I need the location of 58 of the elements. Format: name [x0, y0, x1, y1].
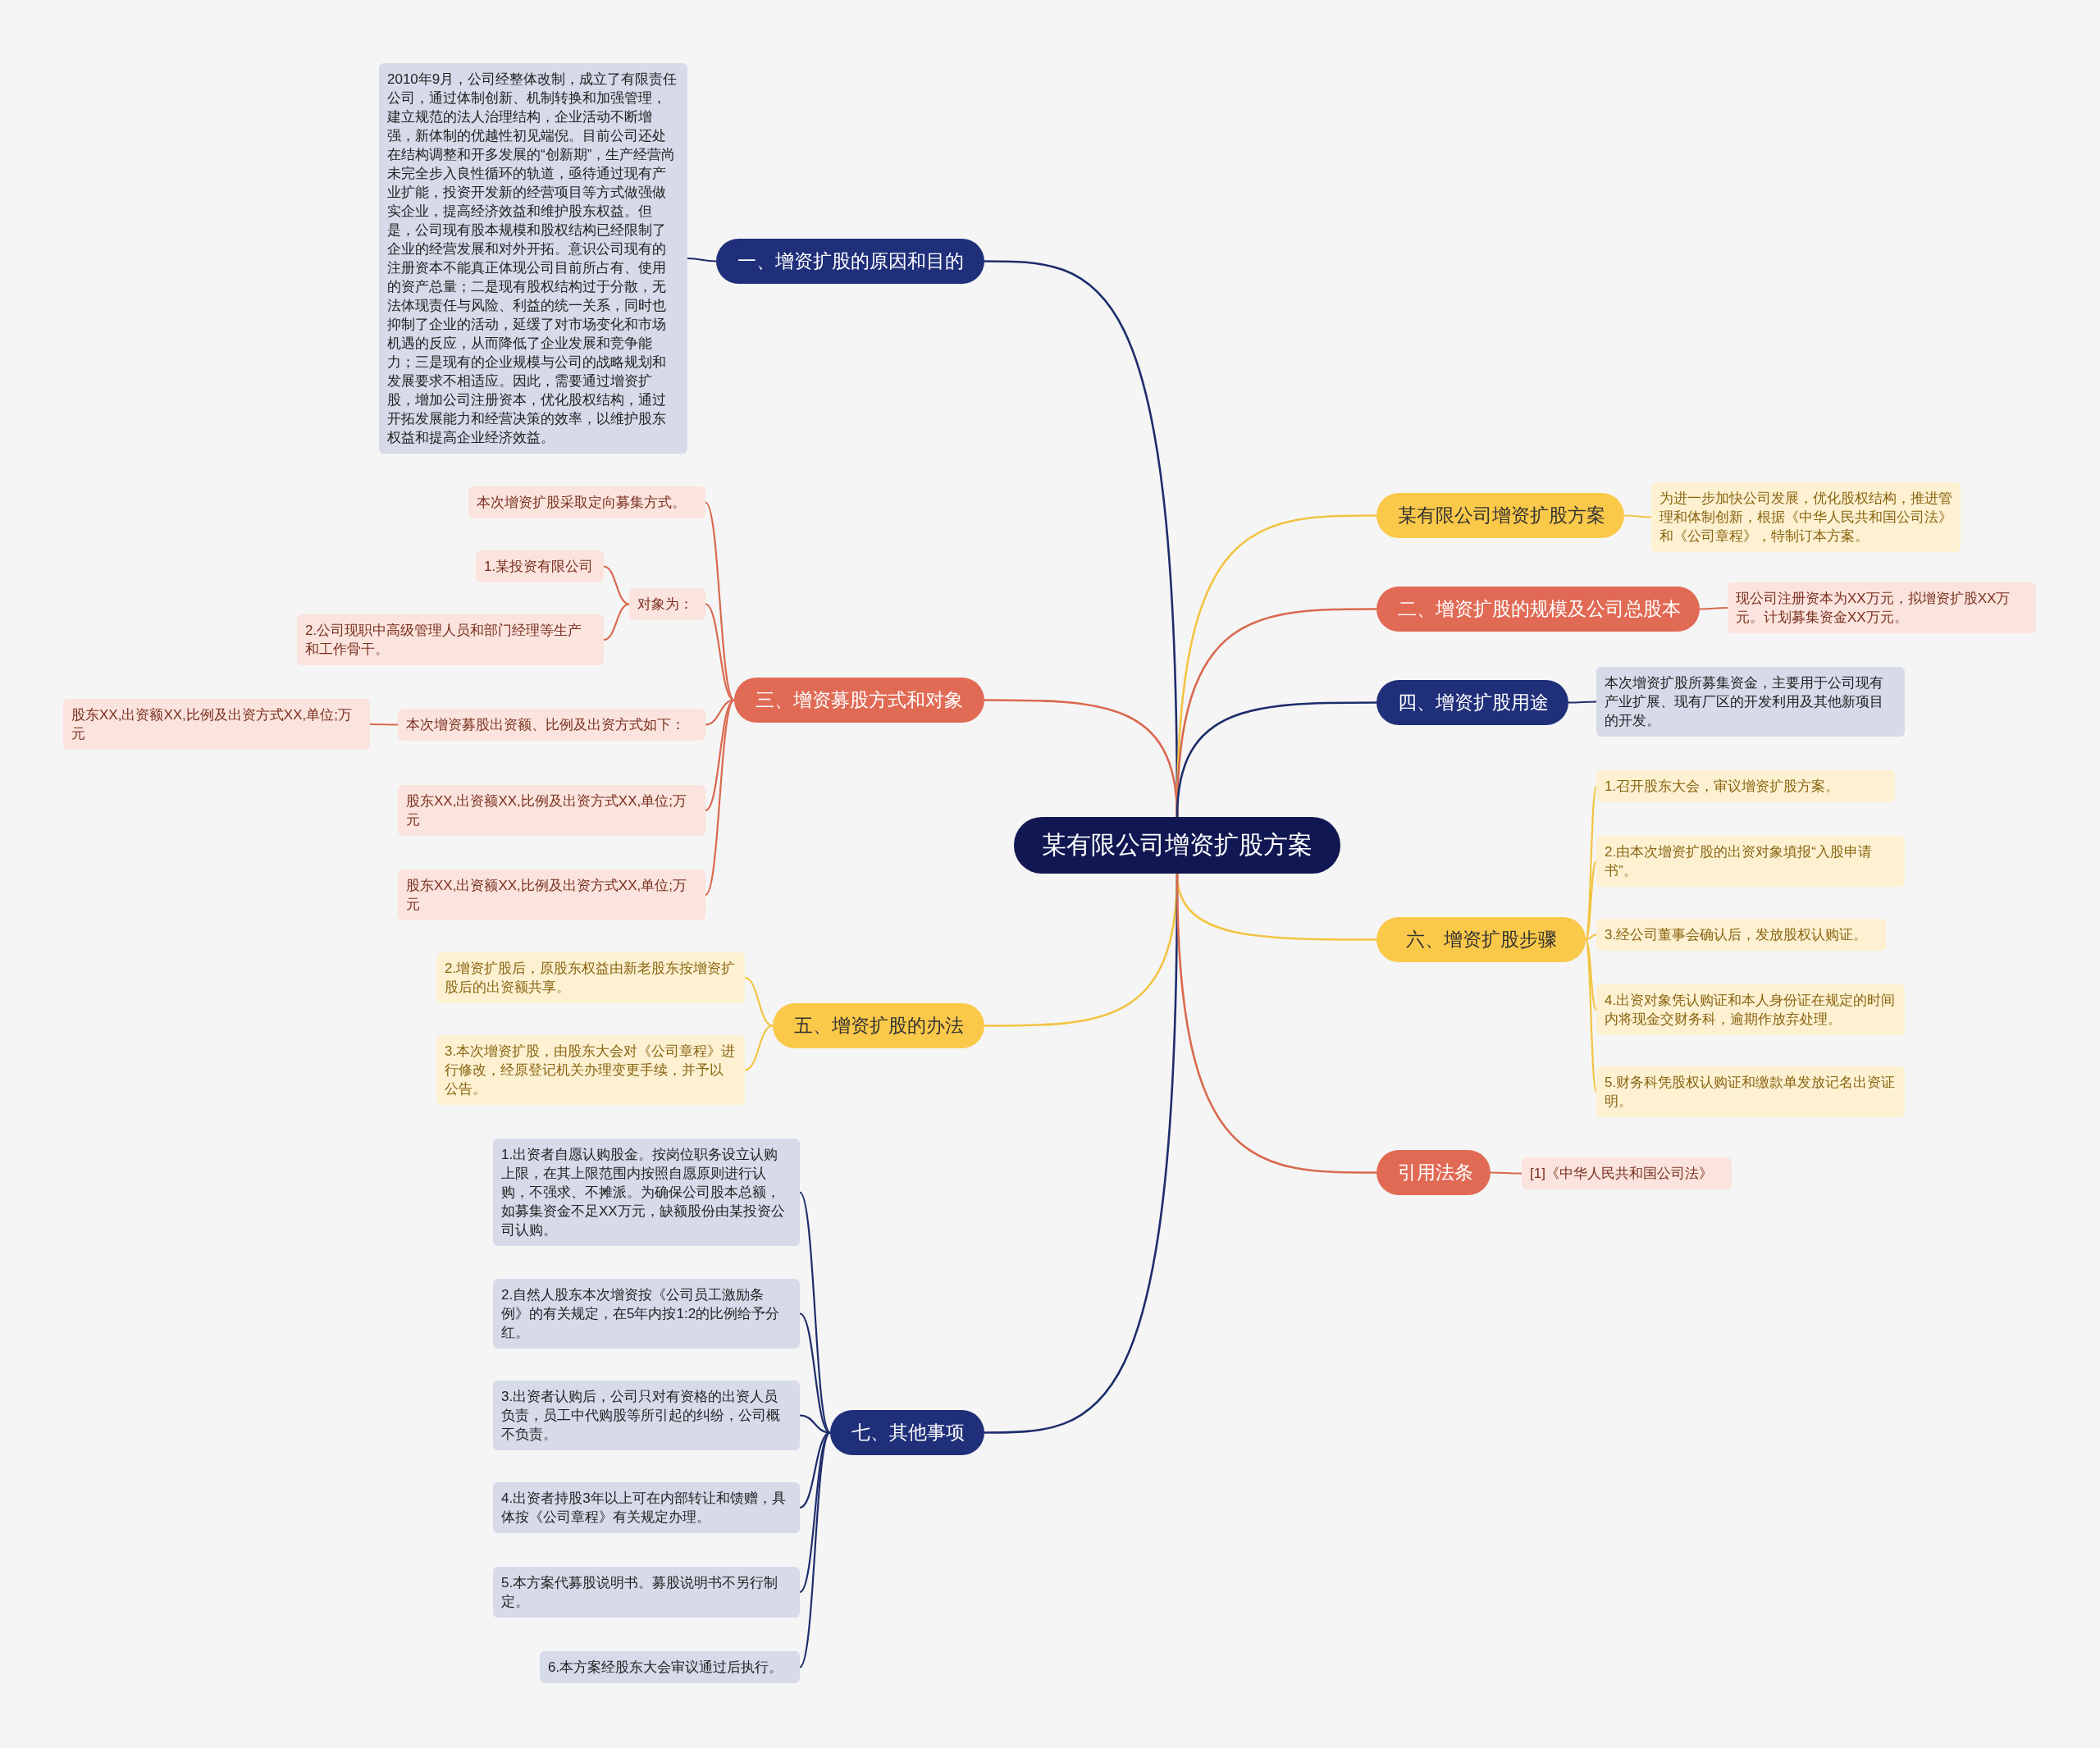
note-box: 本次增资扩股所募集资金，主要用于公司现有产业扩展、现有厂区的开发利用及其他新项目的开发。 [1596, 667, 1905, 737]
branch-topic: 四、增资扩股用途 [1376, 680, 1568, 725]
note-box: 对象为： [629, 588, 705, 620]
connector-line [1700, 606, 1728, 610]
note-box: 4.出资者持股3年以上可在内部转让和馈赠，具体按《公司章程》有关规定办理。 [493, 1482, 800, 1533]
connector-line [705, 699, 735, 896]
note-box: 5.本方案代募股说明书。募股说明书不另行制定。 [493, 1567, 800, 1618]
branch-topic: 七、其他事项 [830, 1410, 984, 1455]
connector-line [1585, 939, 1597, 1093]
note-box: 股东XX,出资额XX,比例及出资方式XX,单位;万元 [398, 785, 705, 836]
connector-line [1585, 938, 1597, 1011]
note-box: 2.公司现职中高级管理人员和部门经理等生产和工作骨干。 [297, 614, 604, 665]
note-box: 股东XX,出资额XX,比例及出资方式XX,单位;万元 [398, 869, 705, 920]
note-box: 4.出资对象凭认购证和本人身份证在规定的时间内将现金交财务科，逾期作放弃处理。 [1596, 984, 1905, 1035]
note-box: 1.出资者自愿认购股金。按岗位职务设立认购上限，在其上限范围内按照自愿原则进行认购，不强求、不摊派。为确保公司股本总额，如募集资金不足XX万元，缺额股份由某投资公司认购。 [493, 1139, 800, 1246]
connector-line [1491, 1171, 1522, 1175]
branch-topic: 某有限公司增资扩股方案 [1376, 493, 1624, 538]
note-box: 3.经公司董事会确认后，发放股权认购证。 [1596, 919, 1886, 951]
note-box: 1.召开股东大会，审议增资扩股方案。 [1596, 770, 1895, 802]
note-box: 本次增资扩股采取定向募集方式。 [468, 486, 705, 518]
connector-line [705, 501, 735, 701]
connector-line [799, 1431, 831, 1668]
connector-line [370, 723, 398, 726]
note-box: 股东XX,出资额XX,比例及出资方式XX,单位;万元 [63, 699, 370, 750]
connector-line [1624, 514, 1651, 518]
note-box: 为进一步加快公司发展，优化股权结构，推进管理和体制创新，根据《中华人民共和国公司法》和《公司章程》，特制订本方案。 [1651, 482, 1961, 552]
branch-topic: 二、增资扩股的规模及公司总股本 [1376, 586, 1700, 632]
connector-line [705, 603, 735, 701]
note-box: 2.自然人股东本次增资按《公司员工激励条例》的有关规定，在5年内按1:2的比例给予分红。 [493, 1279, 800, 1349]
note-box: 2010年9月，公司经整体改制，成立了有限责任公司，通过体制创新、机制转换和加强管理，建立规范的法人治理结构，企业活动不断增强，新体制的优越性初见端倪。目前公司还处在结构调整和开多发展的“创新期”，生产经营尚未完全步入良性循环的轨道，亟待通过现有产业扩能，投资开发新的经营项目等方式做强做实企业，提高经济效益和维护股东权益。但是，公司现有股本规模和股权结构已经限制了企业的经营发展和对外开拓。意识公司现有的注册资本不能真正体现公司目前所占有、使用的资产总量；二是现有股权结构过于分散，无法体现责任与风险、利益的统一关系，同时也抑制了企业的活动，延缓了对市场变化和市场机遇的反应，从而降低了企业发展和竞争能力；三是现有的企业规模与公司的战略规划和发展要求不相适应。因此，需要通过增资扩股，增加公司注册资本，优化股权结构，通过开拓发展能力和经营决策的效率，以维护股东权益和提高企业经济效益。 [379, 63, 687, 454]
central-topic: 某有限公司增资扩股方案 [1014, 817, 1340, 874]
connector-line [603, 565, 630, 605]
connector-line [603, 603, 630, 641]
note-box: [1]《中华人民共和国公司法》 [1522, 1157, 1732, 1189]
branch-topic: 一、增资扩股的原因和目的 [716, 239, 984, 284]
connector-line [744, 976, 774, 1027]
connector-line [744, 1025, 774, 1071]
note-box: 2.由本次增资扩股的出资对象填报“入股申请书”。 [1596, 836, 1905, 887]
connector-line [1585, 860, 1597, 941]
branch-topic: 五、增资扩股的办法 [773, 1003, 984, 1048]
connector-line [1176, 701, 1376, 818]
branch-topic: 三、增资募股方式和对象 [734, 678, 984, 723]
note-box: 2.增资扩股后，原股东权益由新老股东按增资扩股后的出资额共享。 [436, 952, 745, 1003]
connector-line [1568, 701, 1596, 704]
connector-line [799, 1312, 831, 1434]
connector-line [1176, 873, 1376, 1174]
note-box: 3.出资者认购后，公司只对有资格的出资人员负责，员工中代购股等所引起的纠纷，公司概不负责。 [493, 1381, 800, 1450]
note-box: 5.财务科凭股权认购证和缴款单发放记名出资证明。 [1596, 1066, 1905, 1117]
branch-topic: 引用法条 [1376, 1150, 1491, 1195]
note-box: 6.本方案经股东大会审议通过后执行。 [540, 1651, 800, 1683]
connector-line [799, 1191, 831, 1434]
note-box: 3.本次增资扩股，由股东大会对《公司章程》进行修改，经原登记机关办理变更手续，并予以公告。 [436, 1035, 745, 1105]
connector-line [705, 699, 735, 811]
branch-topic: 六、增资扩股步骤 [1376, 917, 1586, 962]
connector-line [687, 257, 716, 262]
note-box: 现公司注册资本为XX万元，拟增资扩股XX万元。计划募集资金XX万元。 [1728, 582, 2036, 633]
note-box: 本次增资募股出资额、比例及出资方式如下： [398, 709, 705, 741]
note-box: 1.某投资有限公司 [476, 550, 604, 582]
